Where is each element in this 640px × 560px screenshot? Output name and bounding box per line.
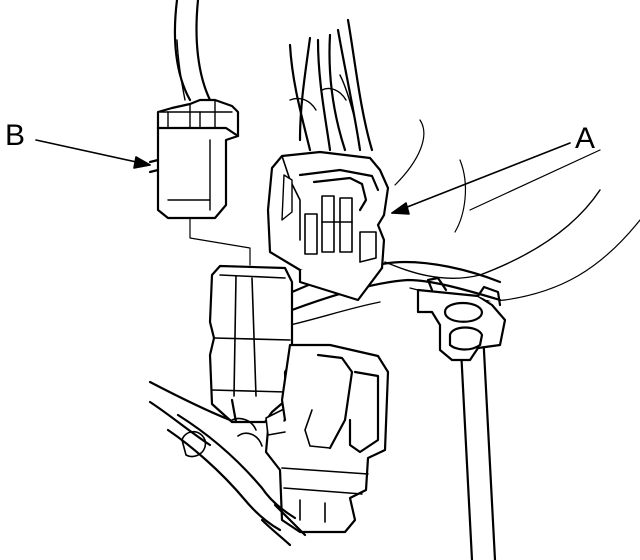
callout-b-label: B <box>5 119 26 152</box>
connector-b-tail <box>189 217 251 266</box>
connector-a <box>266 150 390 302</box>
callout-a-label: A <box>575 122 596 155</box>
wires-b <box>173 0 212 102</box>
lower-wire-bundle <box>148 380 307 547</box>
wires-a <box>288 18 374 152</box>
connector-b <box>148 98 240 220</box>
connector-lower-left <box>208 264 294 424</box>
vertical-rod <box>458 328 497 560</box>
background-panel <box>384 119 640 302</box>
leader-lines <box>35 139 571 215</box>
rod-clamp <box>416 276 507 362</box>
connector-lower-right <box>264 343 390 534</box>
